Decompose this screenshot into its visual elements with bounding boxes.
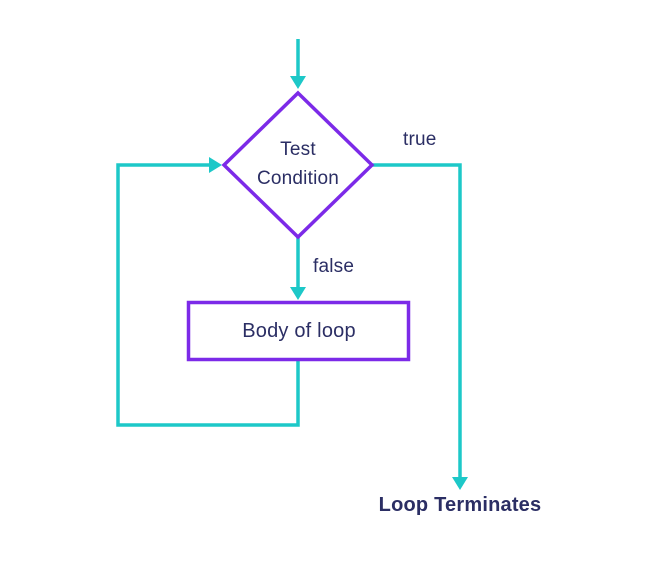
entry-arrowhead-icon <box>290 76 306 89</box>
loopback-line <box>116 163 300 427</box>
decision-node-label: Test Condition <box>256 139 340 189</box>
loopback-arrowhead-icon <box>209 157 222 173</box>
loop-terminates-label: Loop Terminates <box>378 494 542 516</box>
false-arrowhead-icon <box>290 287 306 300</box>
decision-diamond-shape <box>221 90 375 240</box>
false-branch-label: false <box>313 256 355 277</box>
true-branch-label: true <box>403 129 437 150</box>
true-branch-line <box>371 163 462 478</box>
process-node-label: Body of loop <box>242 319 356 342</box>
process-rect-shape <box>186 300 411 362</box>
terminate-arrowhead-icon <box>452 477 468 490</box>
